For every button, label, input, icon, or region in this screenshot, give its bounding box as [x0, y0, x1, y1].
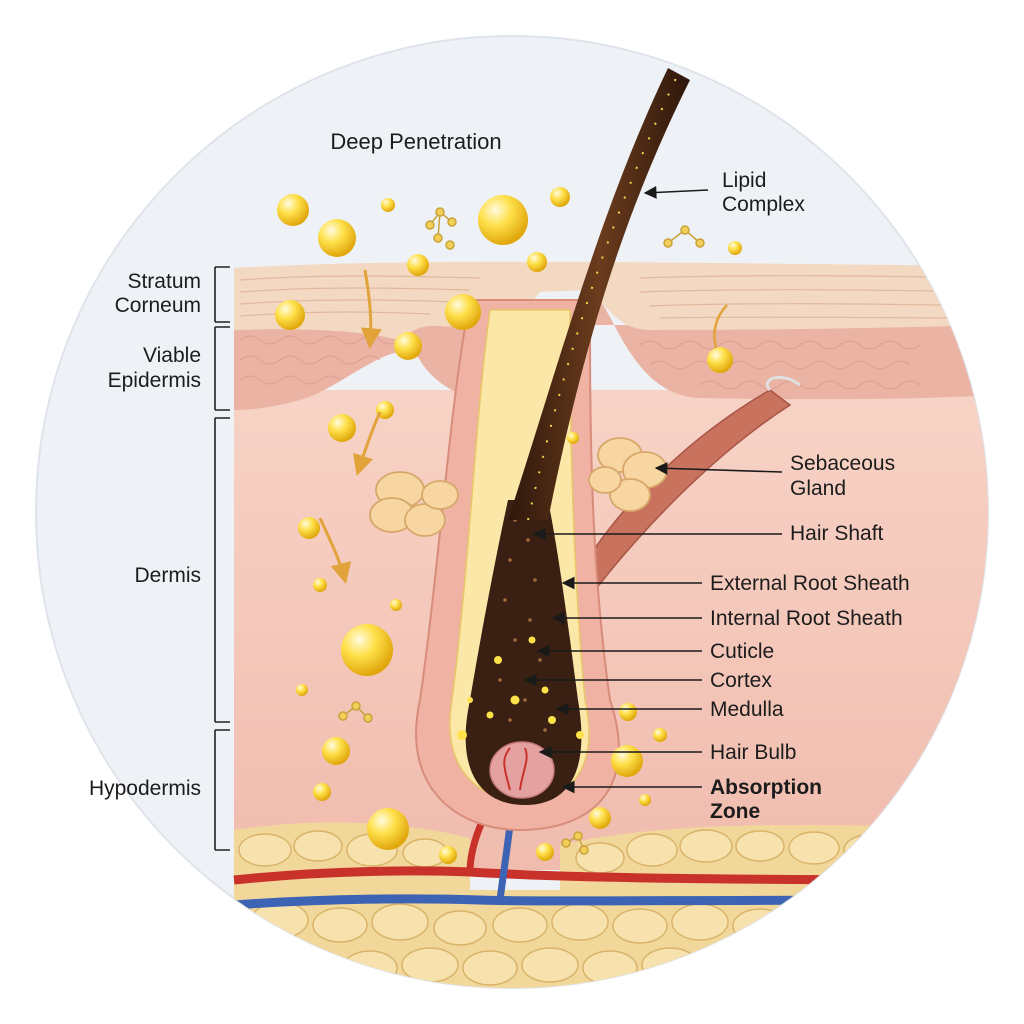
penetration-arrow — [318, 517, 352, 585]
lipid-droplet — [550, 187, 570, 207]
bulb-lipid-sparkles — [457, 636, 584, 740]
epidermis-cells — [239, 335, 921, 390]
lipid-droplet — [653, 728, 667, 742]
label-hypodermis: Hypodermis — [89, 777, 201, 800]
molecule-icon — [663, 225, 705, 248]
leader-lines — [523, 186, 783, 794]
leader-lipid-complex — [643, 186, 709, 199]
label-cuticle: Cuticle — [710, 640, 774, 663]
lipid-droplet — [390, 599, 402, 611]
lipid-droplet — [328, 414, 356, 442]
sebaceous-gland-left — [369, 471, 459, 537]
layer-brackets — [214, 266, 230, 851]
lipid-droplet — [445, 294, 481, 330]
label-viable-epidermis-1: Viable — [143, 344, 201, 367]
hair-bulb-shape — [465, 500, 582, 805]
label-external-root-sheath: External Root Sheath — [710, 572, 910, 595]
label-sebaceous-gland-1: Sebaceous — [790, 452, 895, 475]
leader-sebaceous-gland — [654, 461, 783, 475]
muscle-tendon — [766, 375, 801, 392]
lipid-droplet — [407, 254, 429, 276]
label-lipid-complex-2: Complex — [722, 193, 805, 216]
lipid-droplet — [394, 332, 422, 360]
lipid-droplet — [275, 300, 305, 330]
lipid-droplet — [589, 807, 611, 829]
lipid-droplet — [567, 432, 579, 444]
hair-shaft-shape — [508, 68, 690, 520]
lipid-droplet — [728, 241, 742, 255]
vein — [233, 894, 988, 910]
label-medulla: Medulla — [710, 698, 784, 721]
label-stratum-corneum-2: Corneum — [115, 294, 201, 317]
label-sebaceous-gland-2: Gland — [790, 477, 846, 500]
molecule-icon — [561, 831, 589, 855]
hypodermis-fat-base — [234, 890, 988, 988]
lipid-droplet — [296, 684, 308, 696]
molecule-icon — [338, 701, 373, 723]
lipid-droplet — [381, 198, 395, 212]
penetration-arrow — [360, 269, 382, 350]
dermal-papilla — [489, 741, 555, 799]
bracket-dermis — [214, 417, 230, 723]
lipid-droplet — [298, 517, 320, 539]
label-lipid-complex-1: Lipid — [722, 169, 766, 192]
diagram-title: Deep Penetration — [330, 129, 501, 154]
label-stratum-corneum-1: Stratum — [127, 270, 201, 293]
lipid-droplet — [341, 624, 393, 676]
lipid-droplet — [313, 578, 327, 592]
lipid-droplet — [439, 846, 457, 864]
lipid-droplet — [536, 843, 554, 861]
label-hair-bulb: Hair Bulb — [710, 741, 796, 764]
lipid-droplet — [478, 195, 528, 245]
label-hair-shaft: Hair Shaft — [790, 522, 884, 545]
lipid-droplets — [275, 187, 742, 864]
lipid-droplet — [639, 794, 651, 806]
skin-cross-section — [233, 68, 988, 988]
penetration-arrow — [353, 411, 382, 477]
lipid-droplet — [367, 808, 409, 850]
label-absorption-zone-1: Absorption — [710, 776, 822, 799]
stratum-corneum-layer — [234, 261, 988, 340]
bracket-hypodermis — [214, 729, 230, 851]
penetration-arrow — [713, 304, 728, 349]
lipid-droplet — [277, 194, 309, 226]
label-internal-root-sheath: Internal Root Sheath — [710, 607, 903, 630]
molecule-icon — [425, 207, 457, 250]
lipid-droplet — [318, 219, 356, 257]
papilla-capillary — [503, 747, 528, 791]
lipid-droplet — [619, 703, 637, 721]
artery — [233, 866, 988, 885]
sebaceous-gland-right — [588, 437, 668, 512]
label-dermis: Dermis — [135, 564, 202, 587]
lipid-droplet — [611, 745, 643, 777]
label-absorption-zone-2: Zone — [710, 800, 760, 823]
label-cortex: Cortex — [710, 669, 772, 692]
bracket-stratum-corneum — [214, 266, 230, 323]
lipid-droplet — [322, 737, 350, 765]
lipid-droplet — [313, 783, 331, 801]
label-viable-epidermis-2: Epidermis — [108, 369, 201, 392]
lipid-droplet — [527, 252, 547, 272]
bracket-viable-epidermis — [214, 326, 230, 411]
lipid-droplet — [707, 347, 733, 373]
